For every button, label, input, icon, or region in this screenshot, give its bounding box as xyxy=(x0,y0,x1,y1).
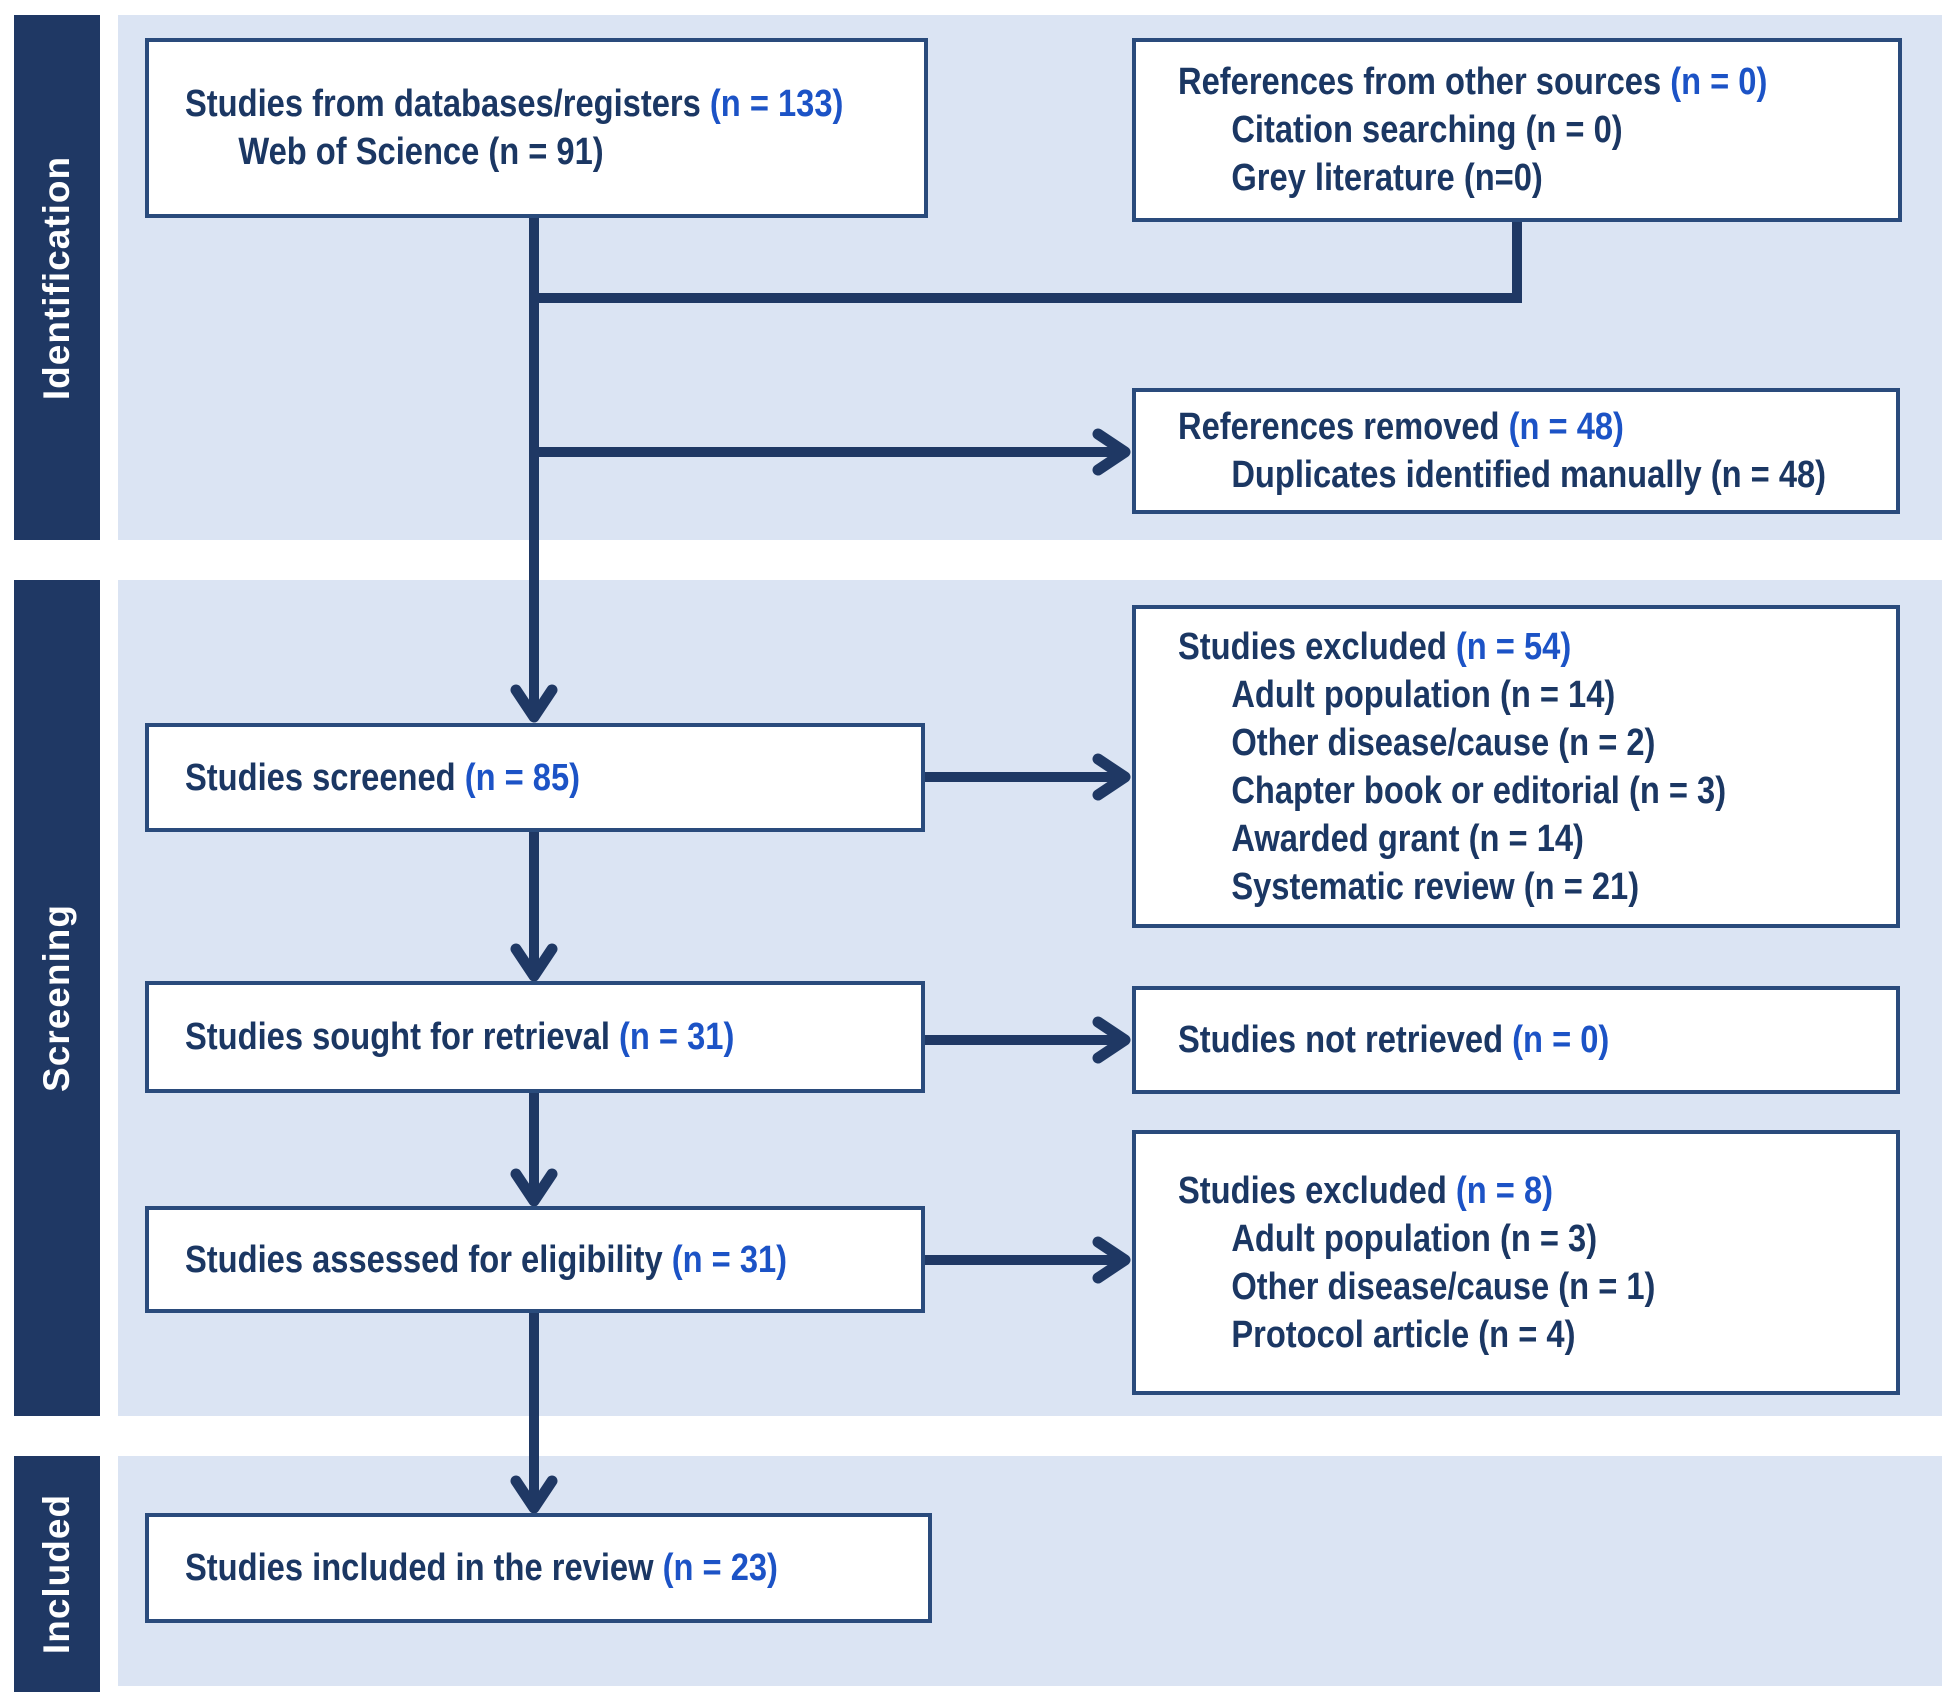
box-subline: Other disease/cause (n = 2) xyxy=(1231,721,1656,764)
box-subline: Adult population (n = 3) xyxy=(1231,1217,1598,1260)
flow-box-excluded-eligibility: Studies excluded (n = 8) Adult populatio… xyxy=(1132,1130,1900,1395)
flow-box-sought: Studies sought for retrieval (n = 31) xyxy=(145,981,925,1093)
arrowhead-references-removed xyxy=(1092,428,1131,476)
box-title-count: (n = 31) xyxy=(619,1016,735,1058)
box-title-text: Studies sought for retrieval xyxy=(185,1016,610,1058)
box-title-text: Studies not retrieved xyxy=(1178,1019,1504,1061)
box-title: Studies from databases/registers (n = 13… xyxy=(185,80,843,128)
box-title: Studies sought for retrieval (n = 31) xyxy=(185,1013,818,1061)
box-title: Studies not retrieved (n = 0) xyxy=(1178,1016,1795,1064)
box-subline: Protocol article (n = 4) xyxy=(1231,1313,1576,1356)
box-title-count: (n = 0) xyxy=(1670,61,1768,103)
flow-box-references-removed: References removed (n = 48) Duplicates i… xyxy=(1132,388,1900,514)
box-title-count: (n = 23) xyxy=(662,1547,778,1589)
box-title: Studies included in the review (n = 23) xyxy=(185,1544,824,1592)
box-title-count: (n = 54) xyxy=(1455,625,1572,668)
box-title-count: (n = 48) xyxy=(1508,406,1624,448)
stage-label-identification: Identification xyxy=(36,155,78,400)
box-subline: Duplicates identified manually (n = 48) xyxy=(1231,454,1827,496)
box-title-count: (n = 85) xyxy=(464,756,581,799)
arrowhead-excluded-eligibility xyxy=(1092,1236,1131,1284)
box-title-count: (n = 31) xyxy=(671,1238,788,1281)
sidebar-section-identification: Identification xyxy=(14,15,100,540)
box-subline: Awarded grant (n = 14) xyxy=(1231,817,1584,860)
box-subline: Chapter book or editorial (n = 3) xyxy=(1231,769,1727,812)
box-subline: Other disease/cause (n = 1) xyxy=(1231,1265,1656,1308)
box-title: Studies excluded (n = 54) xyxy=(1178,623,1795,671)
box-title-count: (n = 0) xyxy=(1512,1019,1610,1061)
box-title: Studies screened (n = 85) xyxy=(185,754,818,802)
flow-box-databases: Studies from databases/registers (n = 13… xyxy=(145,38,928,218)
flow-box-assessed: Studies assessed for eligibility (n = 31… xyxy=(145,1206,925,1313)
box-subline: Grey literature (n=0) xyxy=(1231,157,1543,199)
arrowhead-included xyxy=(510,1475,558,1514)
sidebar-section-screening: Screening xyxy=(14,580,100,1416)
arrowhead-not-retrieved xyxy=(1092,1016,1131,1064)
box-subline: Web of Science (n = 91) xyxy=(238,131,604,173)
box-title-text: Studies from databases/registers xyxy=(185,83,701,125)
sidebar-section-included: Included xyxy=(14,1456,100,1692)
box-title-text: References removed xyxy=(1178,406,1500,448)
box-title-text: Studies screened xyxy=(185,756,456,799)
arrowhead-sought xyxy=(510,943,558,982)
box-subline: Citation searching (n = 0) xyxy=(1231,109,1623,151)
stage-label-screening: Screening xyxy=(36,904,77,1092)
stage-label-included: Included xyxy=(36,1493,77,1655)
box-title-text: References from other sources xyxy=(1178,61,1662,103)
arrowhead-assessed xyxy=(510,1168,558,1207)
flow-box-other-sources: References from other sources (n = 0) Ci… xyxy=(1132,38,1902,222)
box-title: Studies excluded (n = 8) xyxy=(1178,1167,1795,1215)
box-title-text: Studies included in the review xyxy=(185,1547,654,1589)
box-title: Studies assessed for eligibility (n = 31… xyxy=(185,1236,818,1284)
box-title-text: Studies assessed for eligibility xyxy=(185,1238,663,1281)
box-title-text: Studies excluded xyxy=(1178,625,1447,668)
arrowhead-excluded-screening xyxy=(1092,753,1131,801)
box-title-count: (n = 133) xyxy=(709,83,844,125)
box-title-text: Studies excluded xyxy=(1178,1169,1447,1212)
box-title: References from other sources (n = 0) xyxy=(1178,58,1797,106)
box-subline: Adult population (n = 14) xyxy=(1231,673,1616,716)
flow-box-excluded-screening: Studies excluded (n = 54) Adult populati… xyxy=(1132,605,1900,928)
box-title: References removed (n = 48) xyxy=(1178,403,1795,451)
flow-box-not-retrieved: Studies not retrieved (n = 0) xyxy=(1132,986,1900,1094)
flow-box-included: Studies included in the review (n = 23) xyxy=(145,1513,932,1623)
connector-other-sources-merge xyxy=(529,222,1522,303)
arrowhead-screened xyxy=(510,684,558,723)
box-subline: Systematic review (n = 21) xyxy=(1231,865,1640,908)
flow-box-screened: Studies screened (n = 85) xyxy=(145,723,925,832)
box-title-count: (n = 8) xyxy=(1455,1169,1554,1212)
